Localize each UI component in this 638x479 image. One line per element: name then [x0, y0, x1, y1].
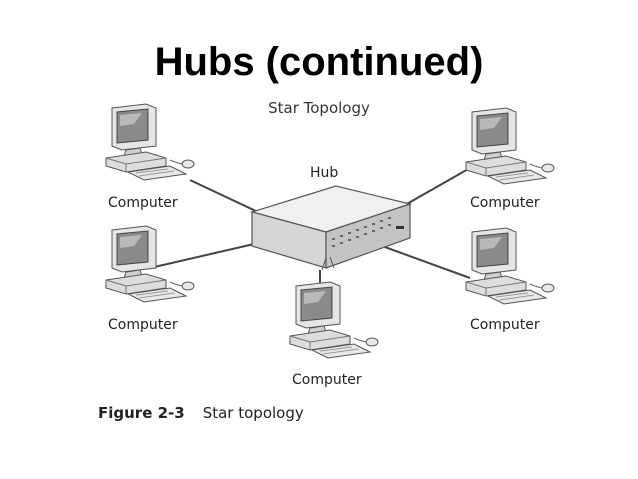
- computer-bottom-left: [105, 225, 195, 303]
- computer-label-bottom-left: Computer: [108, 317, 178, 333]
- computer-label-top-left: Computer: [108, 195, 178, 211]
- hub-device: [249, 185, 413, 271]
- cable-top-left: [189, 179, 259, 213]
- figure-caption: Figure 2-3 Star topology: [98, 404, 304, 422]
- computer-top-right: [465, 107, 555, 185]
- cable-bottom-left: [149, 243, 255, 269]
- computer-top-left: [105, 103, 195, 181]
- computer-label-top-right: Computer: [470, 195, 540, 211]
- computer-bottom-right: [465, 227, 555, 305]
- hub-label: Hub: [310, 165, 339, 181]
- computer-label-bottom-center: Computer: [292, 372, 362, 388]
- diagram-title: Star Topology: [268, 99, 370, 117]
- computer-bottom-center: [289, 281, 379, 359]
- computer-label-bottom-right: Computer: [470, 317, 540, 333]
- slide-title: Hubs (continued): [154, 40, 484, 84]
- cable-top-right: [404, 167, 471, 206]
- figure-number: Figure 2-3: [98, 404, 185, 422]
- cable-bottom-right: [381, 245, 471, 279]
- figure-caption-text: Star topology: [202, 404, 304, 422]
